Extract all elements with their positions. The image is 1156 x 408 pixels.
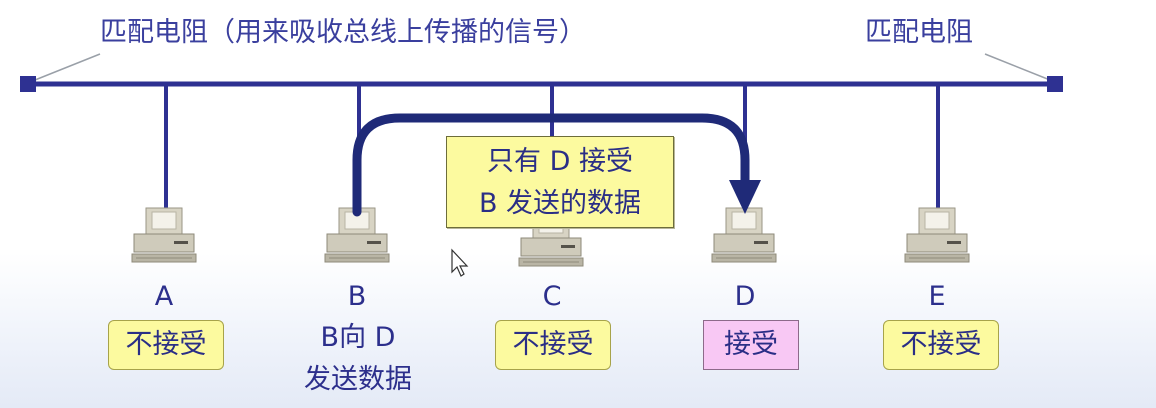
callout-box: 只有 D 接受 B 发送的数据: [446, 136, 674, 228]
send-label-b-line-1: B向 D: [320, 322, 396, 353]
terminator-pointer-right: [984, 53, 1056, 83]
computer-icon-d: [711, 207, 777, 263]
send-label-b-line-2: 发送数据: [304, 364, 412, 395]
computer-icon-e: [904, 207, 970, 263]
callout-line-2: B 发送的数据: [478, 188, 642, 219]
callout-line-1: 只有 D 接受: [487, 146, 633, 177]
node-label-e: E: [928, 281, 946, 312]
arrowhead-icon: [729, 180, 761, 214]
node-label-d: D: [734, 281, 756, 312]
status-badge-e: 不接受: [883, 320, 999, 370]
terminator-label-left: 匹配电阻（用来吸收总线上传播的信号）: [100, 17, 586, 48]
node-label-a: A: [154, 281, 174, 312]
terminator-label-right: 匹配电阻: [865, 17, 973, 48]
status-badge-c: 不接受: [495, 320, 611, 370]
computer-icon-a: [131, 207, 197, 263]
transmission-arrow: [352, 113, 750, 217]
terminator-icon-right: [1047, 76, 1063, 92]
node-label-c: C: [542, 281, 562, 312]
terminator-icon-left: [20, 76, 36, 92]
mouse-cursor-icon: [451, 248, 469, 277]
status-badge-a: 不接受: [108, 320, 224, 370]
node-label-b: B: [347, 281, 367, 312]
terminator-pointer-left: [29, 53, 101, 83]
status-badge-d: 接受: [703, 320, 799, 370]
